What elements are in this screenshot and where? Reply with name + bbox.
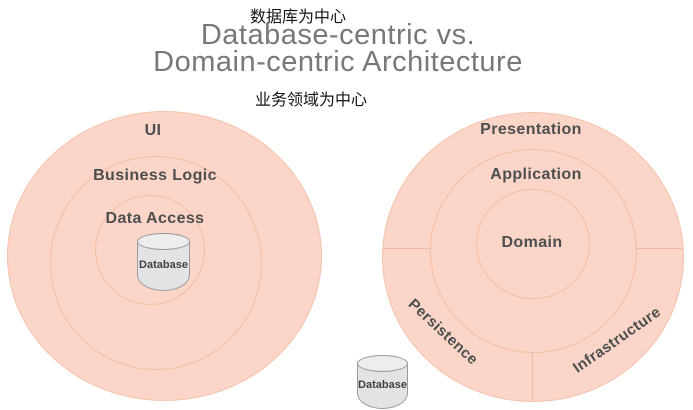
title-line-1: Database-centric vs. xyxy=(200,19,476,51)
database-centric-chinese-label: 数据库为中心 xyxy=(249,9,347,26)
ring-label-ui: UI xyxy=(144,122,162,139)
segment-divider-bottom xyxy=(532,352,533,401)
left-database-label: Database xyxy=(139,259,188,272)
ring-label-business-logic: Business Logic xyxy=(93,167,217,184)
left-middle-circle xyxy=(50,156,262,370)
title-line-2: Domain-centric Architecture xyxy=(153,46,523,78)
ring-label-presentation: Presentation xyxy=(480,121,582,138)
ring-label-data-access: Data Access xyxy=(105,210,205,227)
left-inner-circle xyxy=(95,195,205,305)
segment-divider-right xyxy=(636,248,683,249)
right-database-cylinder-icon: Database xyxy=(357,355,408,409)
page-title: Database-centric vs. Domain-centric Arch… xyxy=(153,19,523,78)
right-inner-circle xyxy=(476,189,590,299)
cylinder-top xyxy=(137,233,190,250)
segment-divider-left xyxy=(383,248,431,249)
right-middle-circle xyxy=(430,149,637,353)
ring-label-application: Application xyxy=(490,166,582,183)
domain-centric-chinese-label: 业务领域为中心 xyxy=(254,92,368,109)
cylinder-top xyxy=(357,355,408,372)
right-database-label: Database xyxy=(358,379,407,392)
ring-label-domain: Domain xyxy=(501,234,563,251)
left-database-cylinder-icon: Database xyxy=(137,233,190,291)
